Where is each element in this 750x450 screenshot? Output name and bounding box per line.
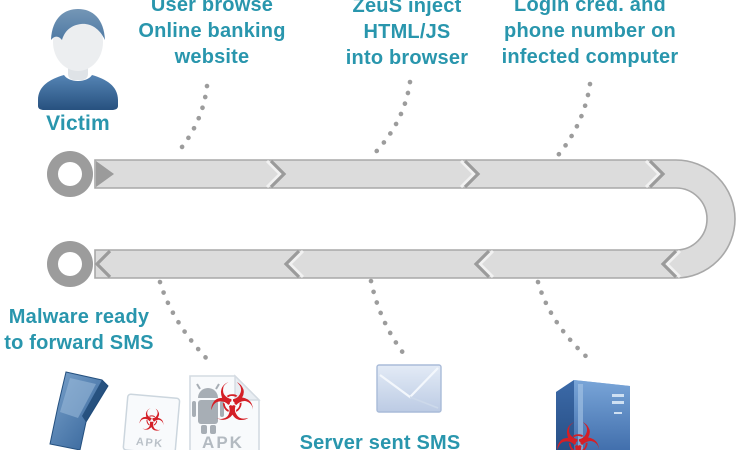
phone-apk-tag-icon: ☣ APK [122, 393, 181, 450]
infected-phone-icon: ☣ APK [49, 371, 181, 450]
label-malware-ready: Malware ready to forward SMS [4, 306, 154, 354]
biohazard-icon: ☣ [209, 373, 256, 433]
label-user-browse: User browse Online banking website [138, 0, 286, 68]
label-server-sent-sms: Server sent SMS [299, 432, 461, 450]
sms-envelope-icon [376, 364, 442, 413]
dotted-connectors [157, 79, 593, 363]
chevron-left-icons [94, 249, 678, 279]
timeline-ring-top-icon [47, 151, 93, 197]
apk-tag-label: APK [135, 436, 164, 450]
connector-server [535, 279, 593, 363]
cc-server-icon: ☣ [555, 380, 630, 450]
timeline-ring-bottom-icon [47, 241, 93, 287]
label-victim: Victim [46, 112, 110, 135]
connector-zeus-inject [368, 79, 413, 160]
apk-file-icon: ☣ APK [189, 373, 261, 450]
connector-sms-envelope [368, 278, 410, 361]
chevron-gaps [265, 159, 682, 279]
biohazard-icon: ☣ [137, 402, 167, 439]
label-login-cred: Login cred. and phone number on infected… [501, 0, 679, 68]
connector-user-browse [175, 83, 210, 155]
pipe-start-arrow [96, 161, 114, 187]
label-zeus-inject: ZeuS inject HTML/JS into browser [345, 0, 469, 69]
connector-malware-apk [157, 279, 211, 363]
biohazard-icon: ☣ [555, 413, 602, 450]
server-vents [612, 394, 624, 414]
flow-pipe [94, 159, 736, 279]
chevron-right-icons [269, 159, 666, 189]
apk-file-label: APK [202, 433, 244, 450]
android-robot-icon [192, 383, 224, 434]
connector-login-cred [551, 81, 593, 163]
victim-avatar-icon [38, 9, 118, 110]
